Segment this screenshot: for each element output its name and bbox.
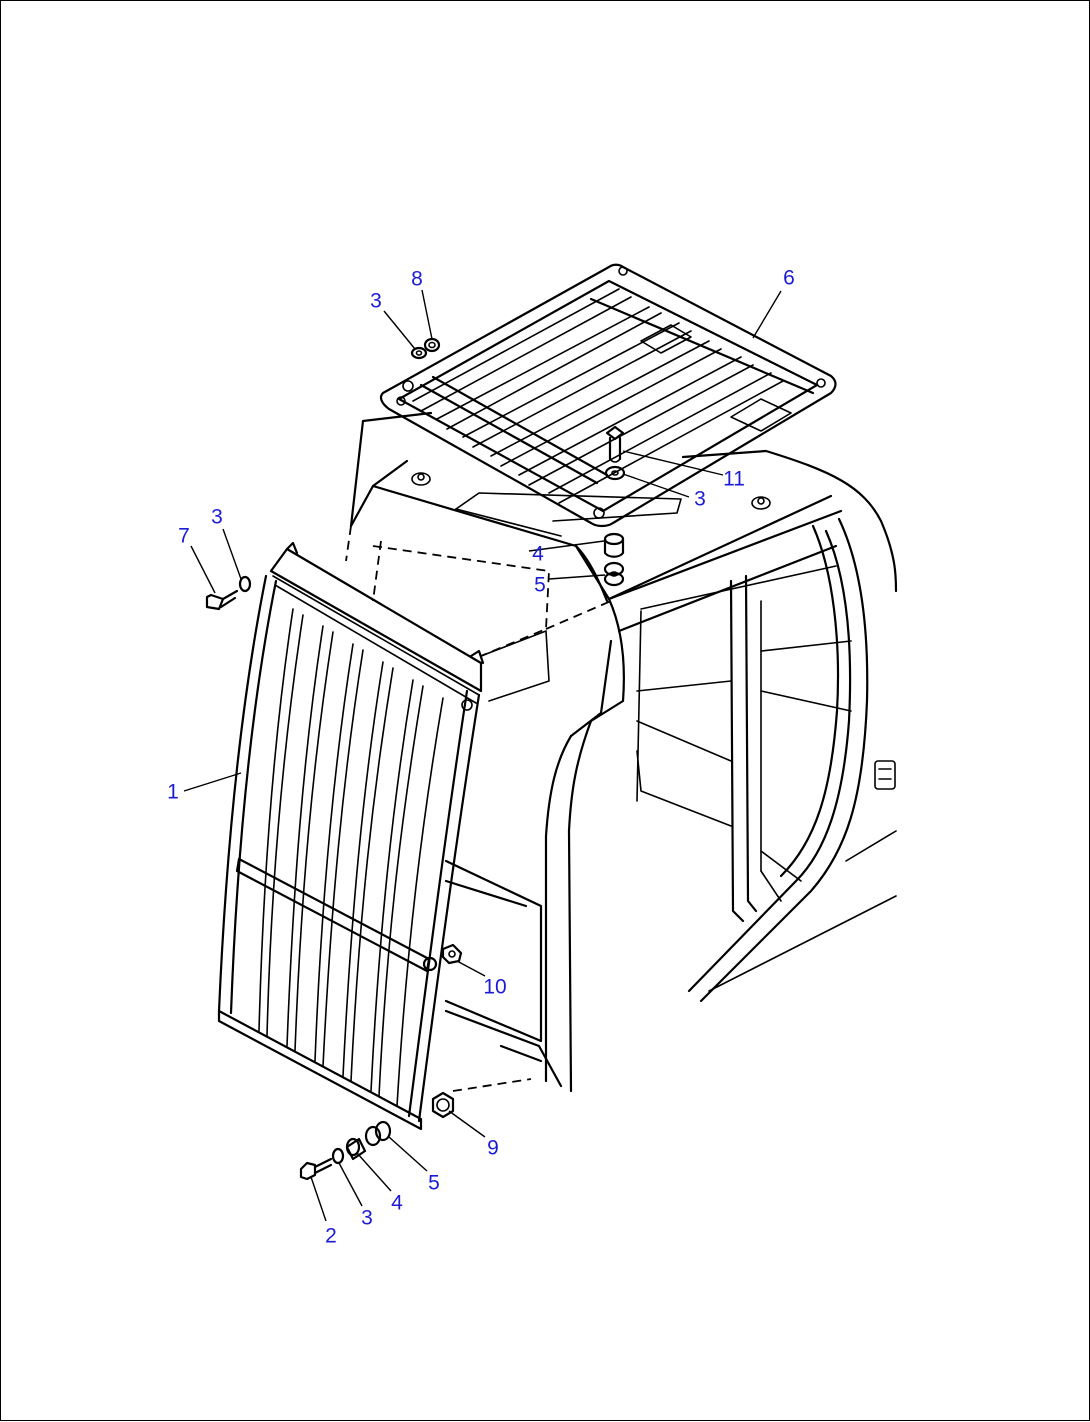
bolt-2 bbox=[299, 1157, 333, 1181]
callout-7: 7 bbox=[178, 524, 190, 548]
washer-3-lower bbox=[331, 1147, 345, 1165]
spacer-4-lower bbox=[345, 1137, 367, 1161]
nut-10 bbox=[441, 943, 463, 965]
top-guard-bolt-8 bbox=[423, 337, 441, 353]
washer-3-upper-left bbox=[238, 575, 252, 593]
callout-5-lower: 5 bbox=[428, 1171, 440, 1195]
callout-3-top: 3 bbox=[370, 289, 382, 313]
top-guard bbox=[379, 263, 837, 528]
operator-cab bbox=[345, 411, 898, 1093]
callout-2: 2 bbox=[325, 1224, 337, 1248]
cushion-5-lower bbox=[364, 1120, 392, 1147]
cushion-5-top bbox=[603, 561, 625, 587]
front-guard bbox=[217, 541, 485, 1131]
callout-6: 6 bbox=[783, 266, 795, 290]
top-bolt-11 bbox=[605, 425, 625, 463]
spacer-4-top bbox=[603, 532, 625, 558]
callout-3-left: 3 bbox=[211, 505, 223, 529]
top-washer-3 bbox=[410, 346, 428, 360]
callout-3-lower: 3 bbox=[361, 1206, 373, 1230]
callout-4-lower: 4 bbox=[391, 1191, 403, 1215]
bolt-7 bbox=[205, 589, 239, 611]
callout-1: 1 bbox=[167, 780, 179, 804]
top-washer-3b bbox=[604, 465, 626, 481]
callout-8: 8 bbox=[411, 267, 423, 291]
callout-9: 9 bbox=[487, 1136, 499, 1160]
callout-11: 11 bbox=[723, 467, 745, 491]
cushion-9 bbox=[431, 1091, 455, 1119]
leader-lines bbox=[183, 289, 782, 1222]
callout-5-top: 5 bbox=[534, 573, 546, 597]
callout-10: 10 bbox=[483, 975, 507, 999]
callout-4-top: 4 bbox=[532, 542, 544, 566]
callout-3-top-right: 3 bbox=[694, 487, 706, 511]
